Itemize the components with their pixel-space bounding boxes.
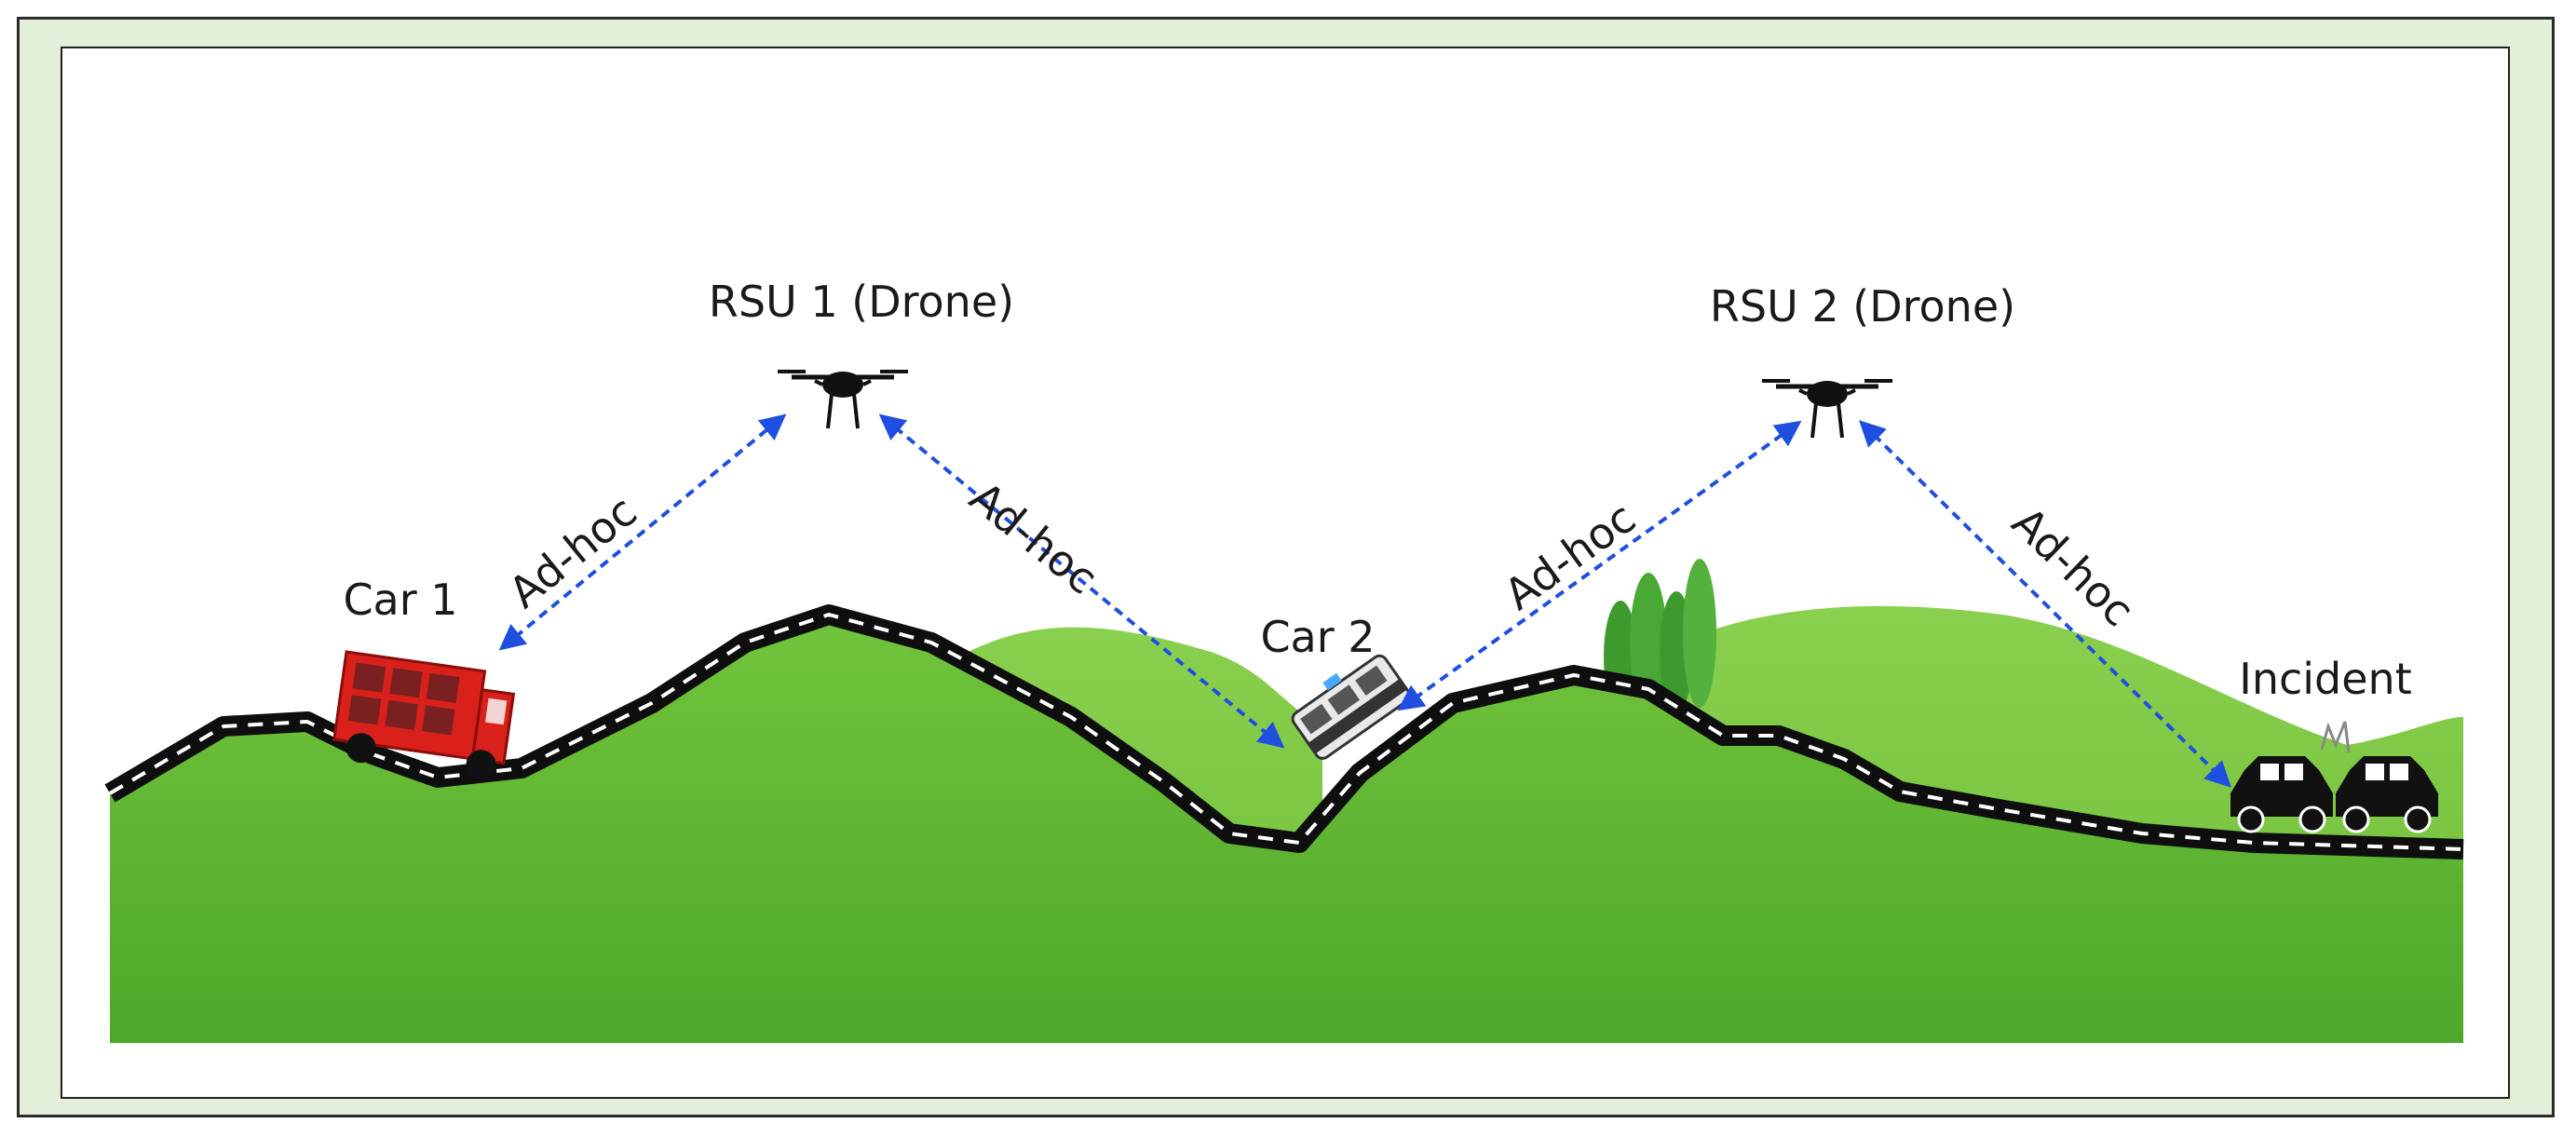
drone-icon bbox=[778, 370, 908, 429]
ad-hoc-links bbox=[498, 413, 2231, 788]
link-arrow bbox=[1397, 420, 1802, 711]
incident-label: Incident bbox=[2239, 654, 2411, 704]
link-label: Ad-hoc bbox=[960, 472, 1107, 604]
link-arrow bbox=[1859, 420, 2231, 788]
rsu2-label: RSU 2 (Drone) bbox=[1710, 281, 2015, 332]
fire-truck-icon bbox=[332, 650, 516, 780]
police-car-icon bbox=[1291, 654, 1411, 760]
link-arrow bbox=[878, 413, 1285, 749]
car2-label: Car 2 bbox=[1260, 612, 1375, 662]
link-label: Ad-hoc bbox=[2002, 497, 2144, 636]
terrain bbox=[110, 615, 2463, 1043]
rsu1-label: RSU 1 (Drone) bbox=[709, 277, 1014, 327]
link-label: Ad-hoc bbox=[1495, 492, 1644, 619]
link-arrow bbox=[498, 413, 787, 651]
crashed-cars-icon bbox=[2230, 721, 2438, 833]
car1-label: Car 1 bbox=[343, 575, 457, 625]
drone-icon bbox=[1762, 379, 1892, 439]
link-label: Ad-hoc bbox=[499, 486, 646, 618]
